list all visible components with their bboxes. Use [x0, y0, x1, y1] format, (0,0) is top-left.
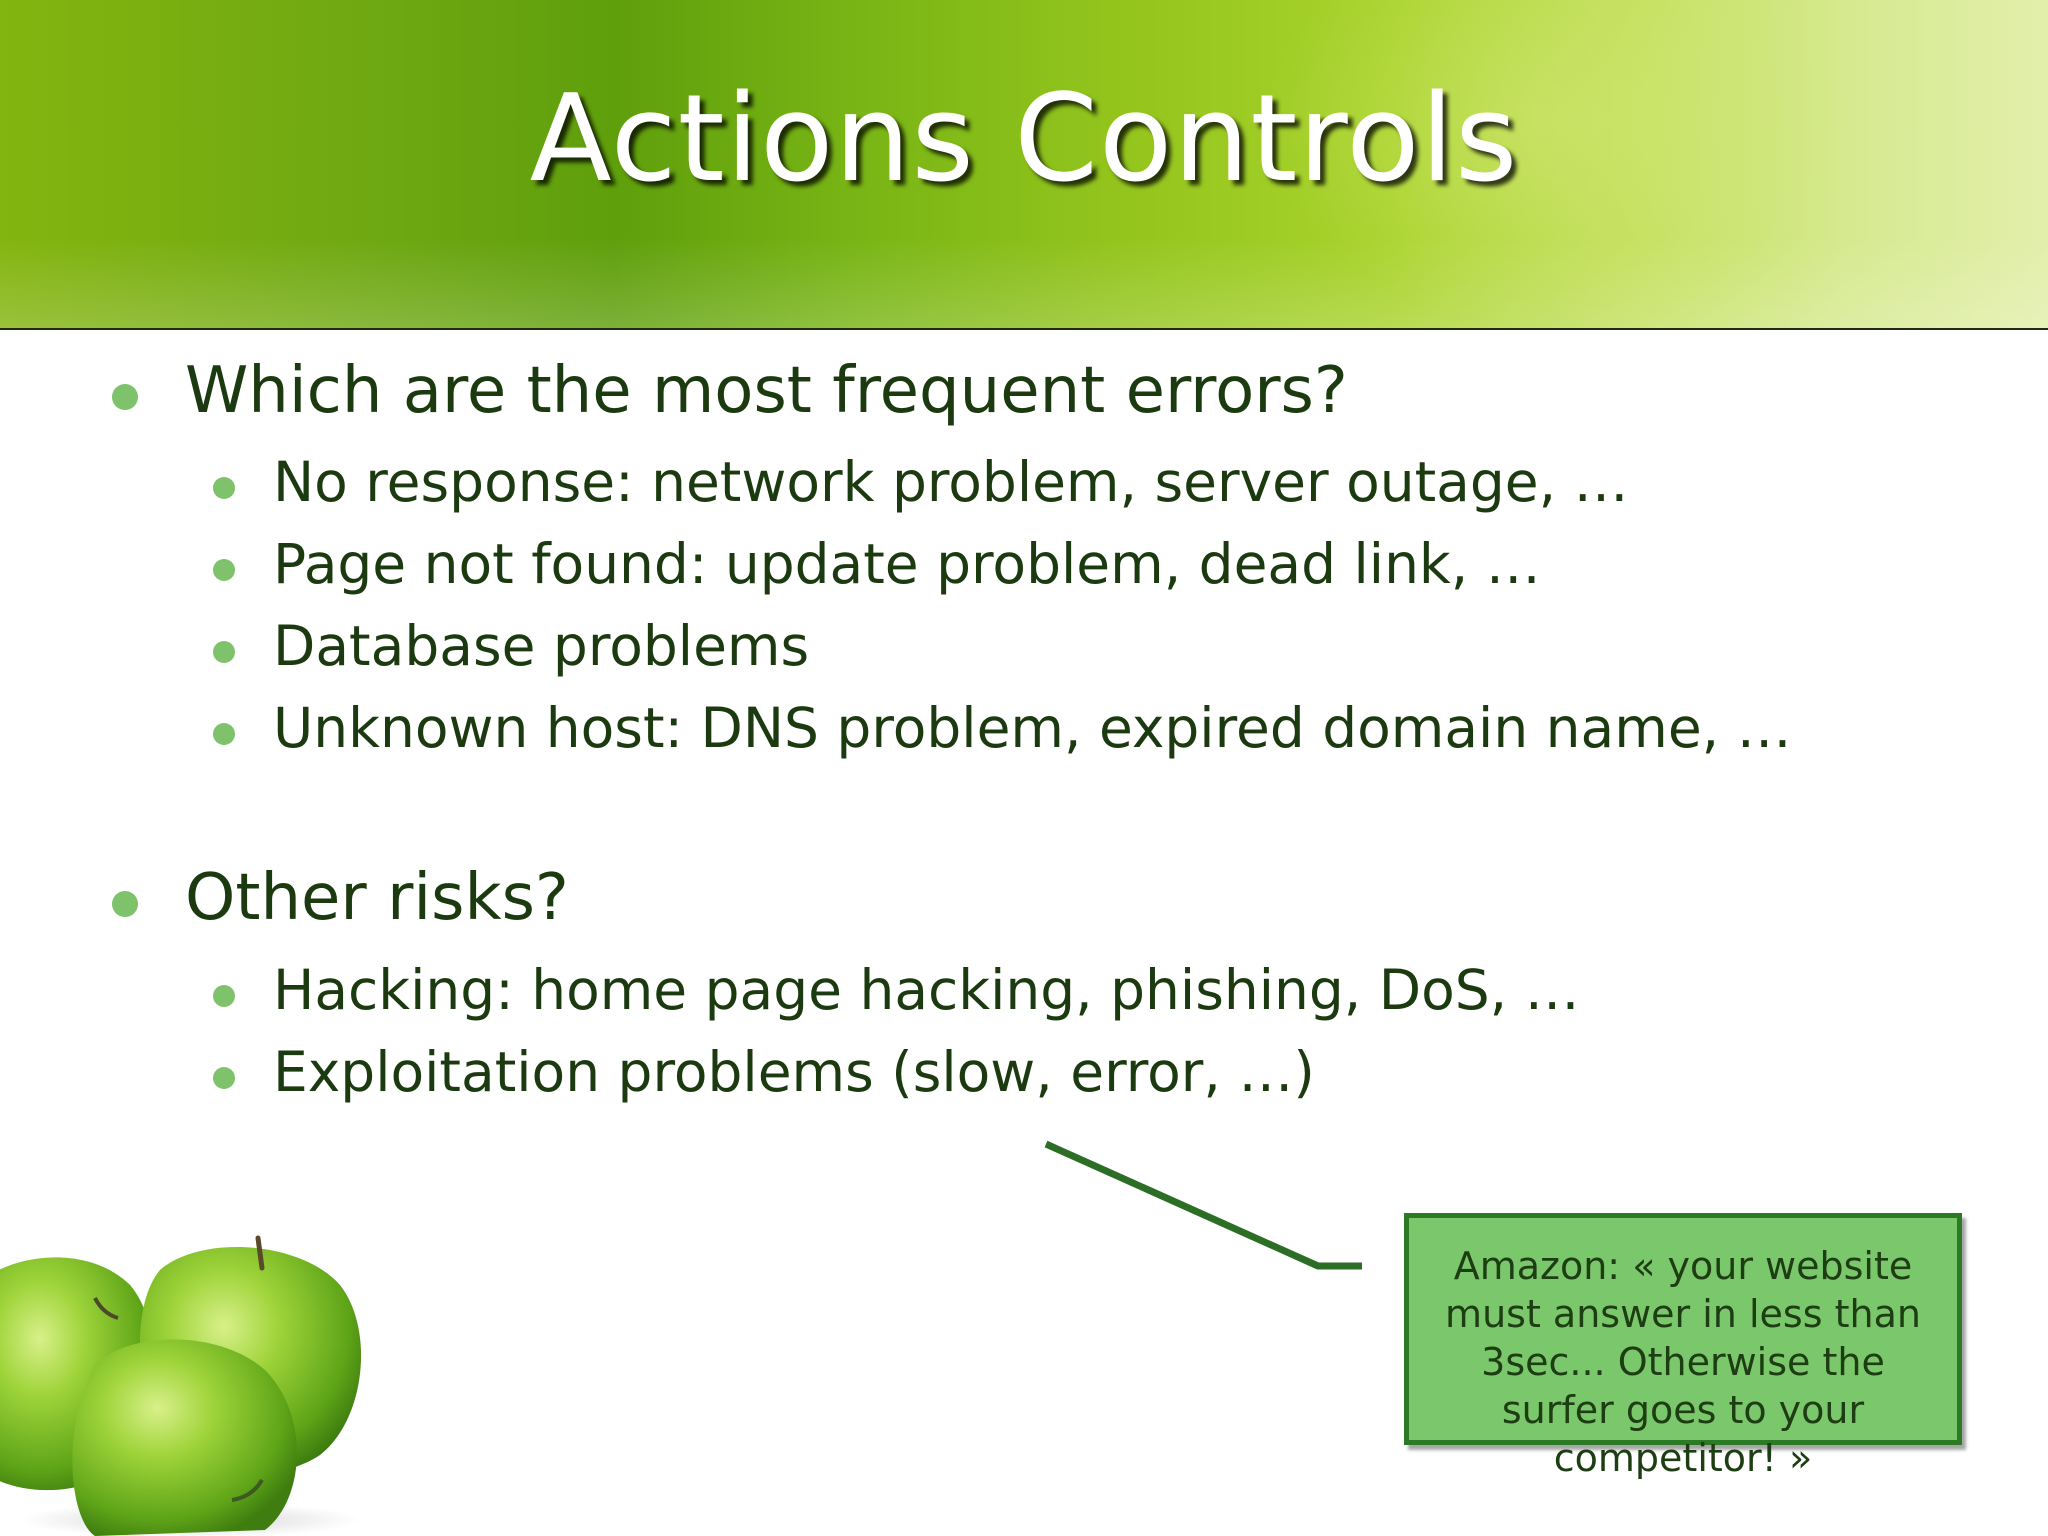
bullet-icon — [213, 1067, 235, 1089]
sub-bullet-item: No response: network problem, server out… — [273, 450, 1629, 514]
title-banner: Actions Controls — [0, 0, 2048, 330]
sub-bullet-item: Unknown host: DNS problem, expired domai… — [273, 696, 1792, 760]
callout-line: 3sec... Otherwise the — [1481, 1340, 1885, 1384]
bullet-icon — [112, 891, 138, 917]
sub-bullet-item: Database problems — [273, 614, 810, 678]
sub-bullet-item: Page not found: update problem, dead lin… — [273, 532, 1541, 596]
callout-line: surfer goes to your — [1501, 1388, 1865, 1432]
callout-line: Amazon: « your website — [1453, 1244, 1913, 1288]
slide-title: Actions Controls — [529, 70, 1519, 209]
bullet-heading: Other risks? — [185, 861, 569, 935]
bullet-heading: Which are the most frequent errors? — [185, 354, 1348, 428]
sub-bullet-item: Exploitation problems (slow, error, …) — [273, 1040, 1315, 1104]
bullet-icon — [213, 559, 235, 581]
callout-box: Amazon: « your website must answer in le… — [1404, 1213, 1962, 1480]
bullet-icon — [213, 477, 235, 499]
callout-line: must answer in less than — [1445, 1292, 1921, 1336]
green-apples-image — [0, 1235, 362, 1536]
sub-bullet-item: Hacking: home page hacking, phishing, Do… — [273, 958, 1580, 1022]
bullet-icon — [213, 723, 235, 745]
bullet-icon — [213, 641, 235, 663]
bullet-icon — [112, 384, 138, 410]
callout-line: competitor! » — [1553, 1436, 1813, 1480]
bullet-icon — [213, 985, 235, 1007]
